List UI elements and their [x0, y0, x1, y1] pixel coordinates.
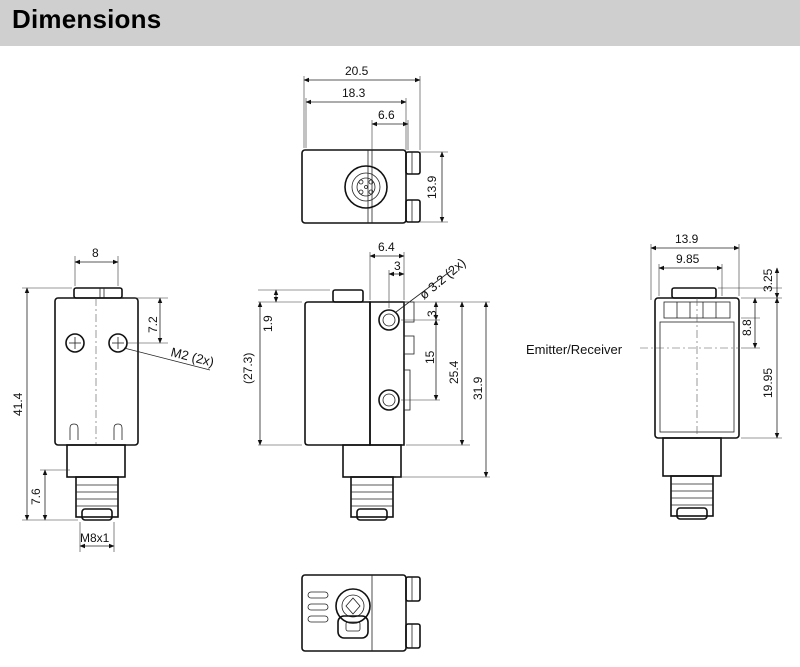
page-title: Dimensions	[12, 4, 162, 34]
side-view-body	[304, 301, 371, 446]
dim-top-height: 13.9	[425, 175, 439, 199]
dim-right-optic-height: 8.8	[740, 319, 754, 336]
dim-right-top-gap: 3.25	[761, 268, 775, 292]
dim-side-top-offset: 1.9	[261, 315, 275, 332]
dim-thread: M8x1	[80, 531, 110, 545]
bottom-view	[301, 574, 421, 652]
front-view-body	[54, 297, 139, 446]
screw-hole-left	[65, 333, 85, 353]
front-view: 8 7.2 M2 (2x) 41.4 7.6 M8x1	[11, 246, 216, 552]
dim-right-optic-width: 9.85	[676, 252, 700, 266]
connector-ring	[344, 165, 388, 209]
dim-right-axis-height: 19.95	[761, 368, 775, 398]
header-bar: Dimensions	[0, 0, 800, 46]
dim-right-width: 13.9	[675, 232, 699, 246]
dim-front-connector-height: 7.6	[29, 488, 43, 505]
label-hole-diameter: ø 3.2 (2x)	[416, 255, 468, 302]
side-view: 6.4 3 ø 3.2 (2x) 1.9 (27.3) 3 15 25.4 31…	[241, 240, 490, 521]
dim-side-hole-top: 3	[425, 310, 439, 317]
dim-side-top-width: 6.4	[378, 240, 395, 254]
dim-top-span: 6.6	[378, 108, 395, 122]
right-connector	[670, 475, 714, 517]
dim-front-total-height: 41.4	[11, 392, 25, 416]
top-view-body	[301, 149, 407, 224]
front-connector	[75, 476, 119, 518]
side-connector	[350, 476, 394, 518]
dim-side-body-height: (27.3)	[241, 353, 255, 384]
top-view: 20.5 18.3 6.6 13.9	[301, 64, 448, 224]
dim-front-width: 8	[92, 246, 99, 260]
mount-hole-top	[378, 309, 400, 331]
dim-side-hole-pitch: 15	[423, 350, 437, 364]
right-view: 13.9 9.85 3.25 8.8 19.95 Emitter/Receive…	[526, 232, 782, 520]
dim-top-width: 20.5	[345, 64, 369, 78]
dim-top-offset: 18.3	[342, 86, 366, 100]
dim-side-lens-height: 25.4	[447, 360, 461, 384]
bottom-view-body	[301, 574, 407, 652]
dim-front-hole-offset: 7.2	[146, 316, 160, 333]
dim-side-hole-edge: 3	[394, 259, 401, 273]
mount-hole-bottom	[378, 389, 400, 411]
label-emitter-receiver: Emitter/Receiver	[526, 342, 623, 357]
bottom-connector	[335, 588, 371, 624]
dim-side-overall: 31.9	[471, 376, 485, 400]
